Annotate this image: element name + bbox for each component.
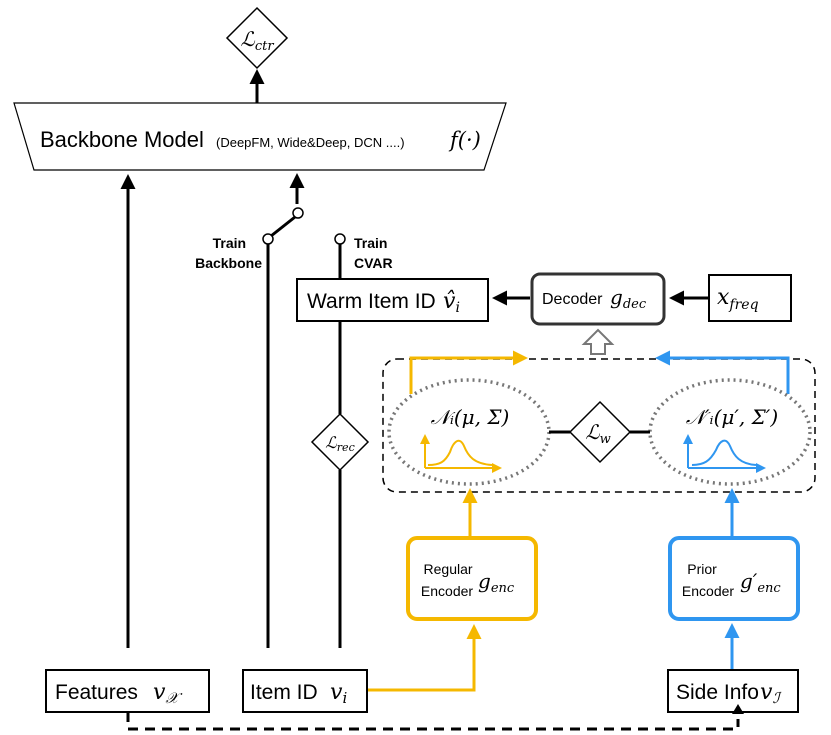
side-info-symbol: vℐ [760,680,782,707]
features-label: Features [55,681,138,704]
train-backbone-label: Train Backbone [195,235,262,271]
decoder-label: Decoder [542,291,603,308]
warm-item-symbol: v̂i [443,289,460,316]
switch-backbone-contact [262,233,274,245]
side-info-label: Side Info [676,681,759,704]
freq-box: xfreq [708,274,792,322]
item-id-box: Item ID vi [242,669,368,713]
loss-ctr-label: ℒctr [240,27,274,54]
loss-ctr-node: ℒctr [225,6,289,70]
prior-distribution: 𝒩′ᵢ(μ′, Σ′) [648,378,812,486]
regular-encoder-symbol: genc [478,569,515,596]
regular-curve [427,439,493,466]
loss-rec-node: ℒrec [310,412,370,472]
prior-curve [691,439,757,466]
prior-encoder-label: Prior Encoder [682,561,734,599]
regular-distribution-label: 𝒩ᵢ(μ, Σ) [431,405,510,429]
hollow-arrow-to-decoder [581,328,615,355]
warm-item-label: Warm Item ID [307,290,436,313]
backbone-model: Backbone Model (DeepFM, Wide&Deep, DCN .… [13,102,507,171]
warm-item-id-box: Warm Item ID v̂i [296,278,489,322]
switch-lever [270,215,296,238]
dashed-features-to-side-info [126,712,740,731]
backbone-function: f(·) [448,128,481,152]
prior-distribution-label: 𝒩′ᵢ(μ′, Σ′) [686,405,778,429]
train-cvar-label: Train CVAR [354,235,393,271]
features-symbol: v𝒳 [153,680,182,707]
train-switch[interactable]: Train Backbone Train CVAR [195,173,393,271]
arrow-item-to-regular-encoder [367,624,482,692]
loss-w-node: ℒw [568,400,632,464]
prior-encoder-box: Prior Encoder g′enc [668,536,800,621]
arrow-prior-latent [655,350,790,394]
decoder-box: Decoder gdec [530,272,666,326]
loss-w-label: ℒw [585,420,611,447]
freq-symbol: xfreq [717,285,759,313]
decoder-symbol: gdec [610,285,647,312]
arrow-regular-latent [409,350,528,394]
regular-distribution: 𝒩ᵢ(μ, Σ) [387,378,551,486]
features-box: Features v𝒳 [45,669,210,713]
backbone-label: Backbone Model [40,127,204,152]
regular-encoder-label: Regular Encoder [421,561,477,599]
switch-top-contact [292,207,304,219]
switch-cvar-contact [334,233,346,245]
regular-encoder-box: Regular Encoder genc [406,536,538,621]
backbone-models: (DeepFM, Wide&Deep, DCN ....) [216,135,405,150]
item-id-label: Item ID [250,681,318,704]
dashed-arrow-head [732,704,744,714]
prior-encoder-symbol: g′enc [740,569,781,596]
item-id-symbol: vi [330,680,347,707]
loss-rec-label: ℒrec [325,433,354,454]
side-info-box: Side Info vℐ [667,669,799,713]
